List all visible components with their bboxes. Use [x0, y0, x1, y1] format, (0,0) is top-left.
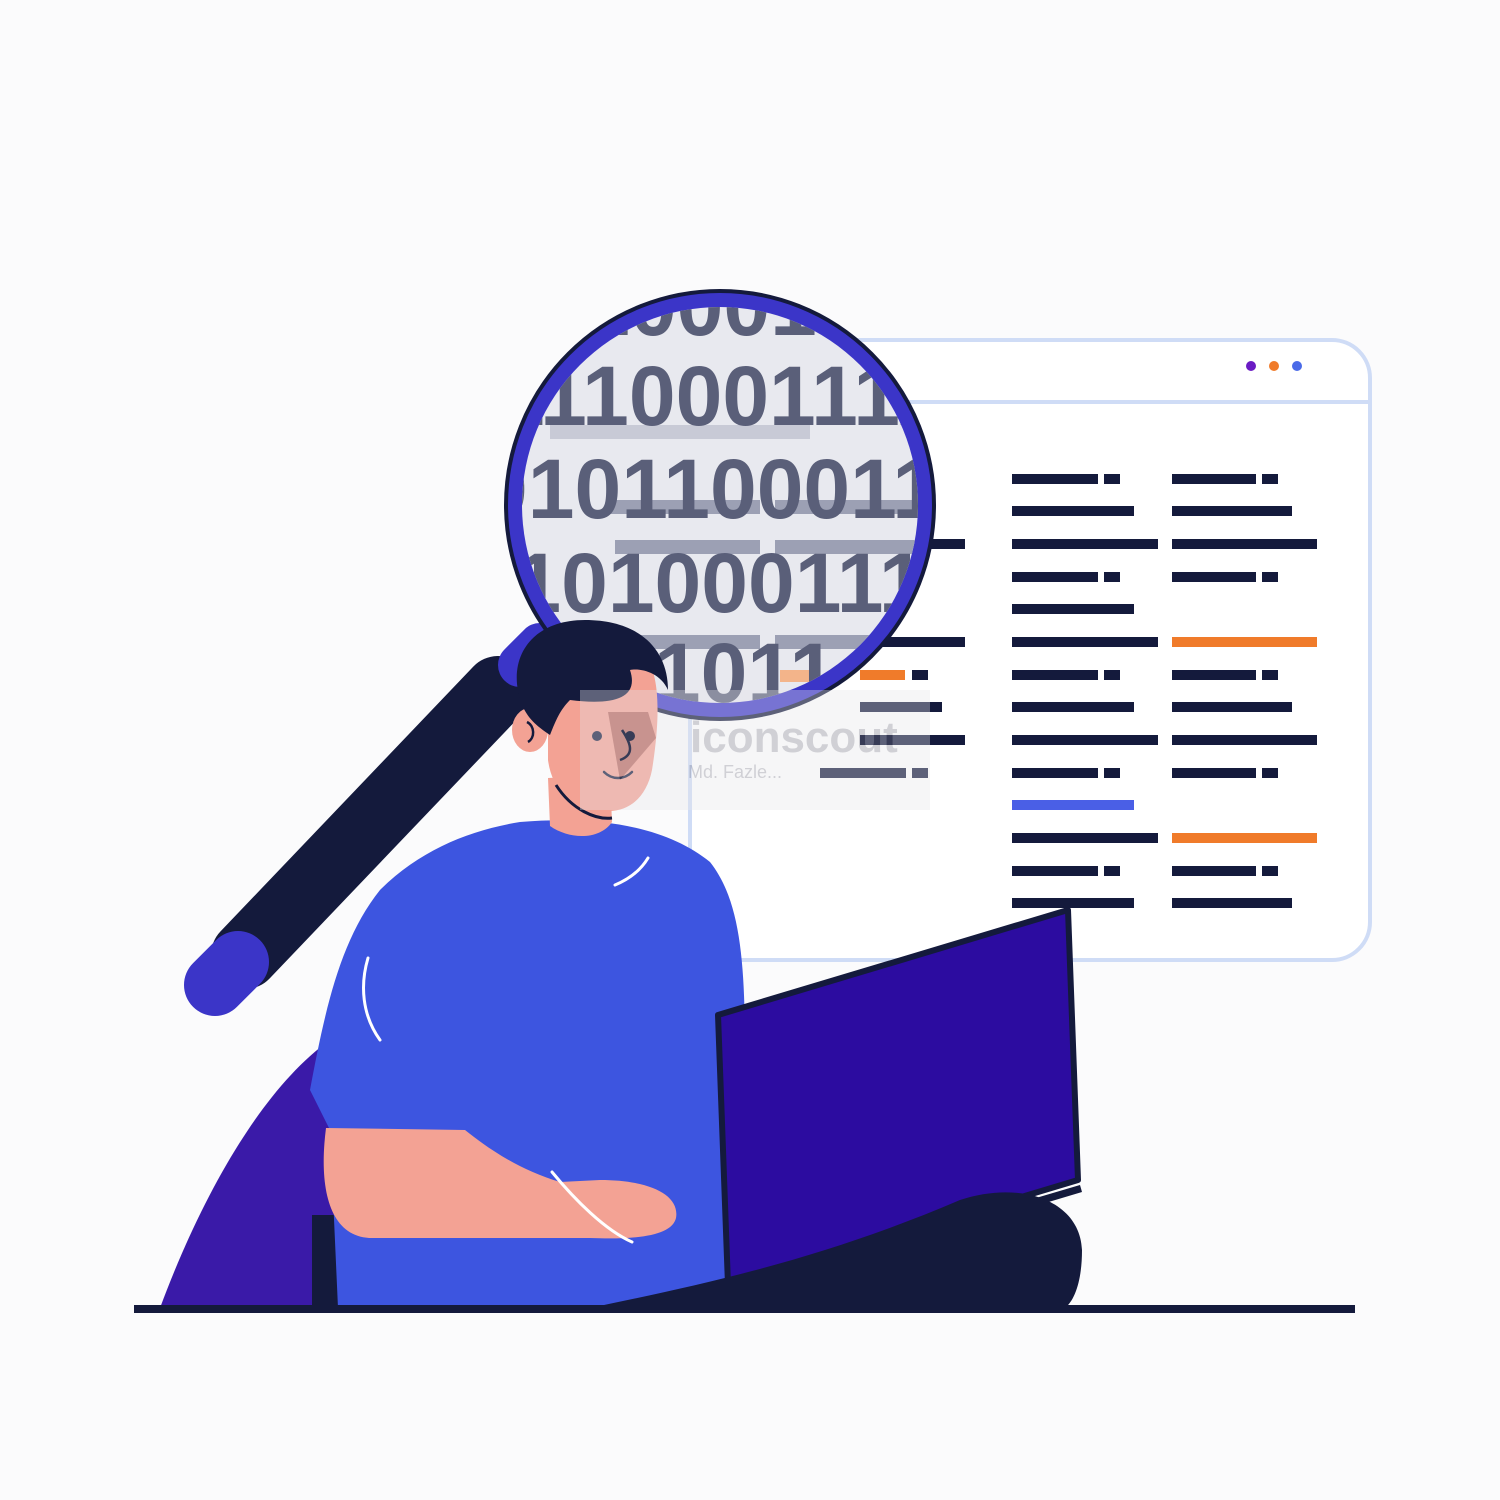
person	[310, 620, 745, 1308]
code-line	[1262, 768, 1278, 778]
dot-orange-icon	[1269, 361, 1279, 371]
code-line	[1172, 670, 1256, 680]
code-line	[820, 768, 906, 778]
code-line	[1012, 506, 1134, 516]
watermark: iconscout Md. Fazle...	[580, 690, 930, 810]
code-line	[1012, 898, 1134, 908]
code-line	[1262, 572, 1278, 582]
chair-back	[160, 1040, 340, 1308]
code-line	[1262, 474, 1278, 484]
laptop-screen	[715, 907, 1081, 1288]
binary-row: 1110001111	[498, 349, 942, 443]
code-line	[1172, 506, 1292, 516]
code-line	[1012, 474, 1098, 484]
binary-row: 101000111	[514, 536, 925, 630]
watermark-brand: iconscout	[690, 713, 898, 762]
code-line	[1172, 702, 1292, 712]
desk-shadow	[590, 1192, 1082, 1308]
code-line	[1172, 572, 1256, 582]
code-line	[1172, 474, 1256, 484]
code-line	[1012, 604, 1134, 614]
code-line	[1172, 898, 1292, 908]
code-line	[860, 637, 965, 647]
code-line	[1012, 572, 1098, 582]
code-line-highlight	[1012, 800, 1134, 810]
code-line	[1012, 768, 1098, 778]
code-line	[912, 768, 928, 778]
dot-purple-icon	[1246, 361, 1256, 371]
code-line	[1012, 670, 1098, 680]
watermark-author: Md. Fazle...	[688, 762, 782, 782]
code-line-highlight	[1172, 833, 1317, 843]
code-line	[1012, 702, 1134, 712]
code-line	[1104, 670, 1120, 680]
eye	[592, 731, 602, 741]
code-line	[912, 670, 928, 680]
code-line	[1172, 768, 1256, 778]
code-line	[1104, 572, 1120, 582]
binary-row: 0101100011	[481, 442, 939, 536]
code-line-highlight	[1172, 637, 1317, 647]
magnifier-lens: 10001 1110001111 0101100011 101000111 10…	[481, 289, 942, 721]
ground-line	[134, 1305, 1355, 1313]
code-line	[1012, 637, 1158, 647]
code-line	[1012, 833, 1158, 843]
dot-blue-icon	[1292, 361, 1302, 371]
code-line	[1262, 866, 1278, 876]
hair	[516, 620, 668, 735]
code-line-highlight	[860, 670, 905, 680]
code-line	[1012, 866, 1098, 876]
code-line	[1262, 670, 1278, 680]
code-line	[1172, 735, 1317, 745]
code-line	[1104, 768, 1120, 778]
code-lines	[820, 474, 1317, 908]
code-line	[1104, 474, 1120, 484]
code-line	[1012, 539, 1158, 549]
watermark-logo-icon	[608, 712, 656, 780]
code-line	[860, 702, 942, 712]
code-line	[1172, 539, 1317, 549]
code-line	[1172, 866, 1256, 876]
code-line	[1104, 866, 1120, 876]
code-line	[860, 735, 965, 745]
watermark-panel	[580, 690, 930, 810]
code-line	[1012, 735, 1158, 745]
